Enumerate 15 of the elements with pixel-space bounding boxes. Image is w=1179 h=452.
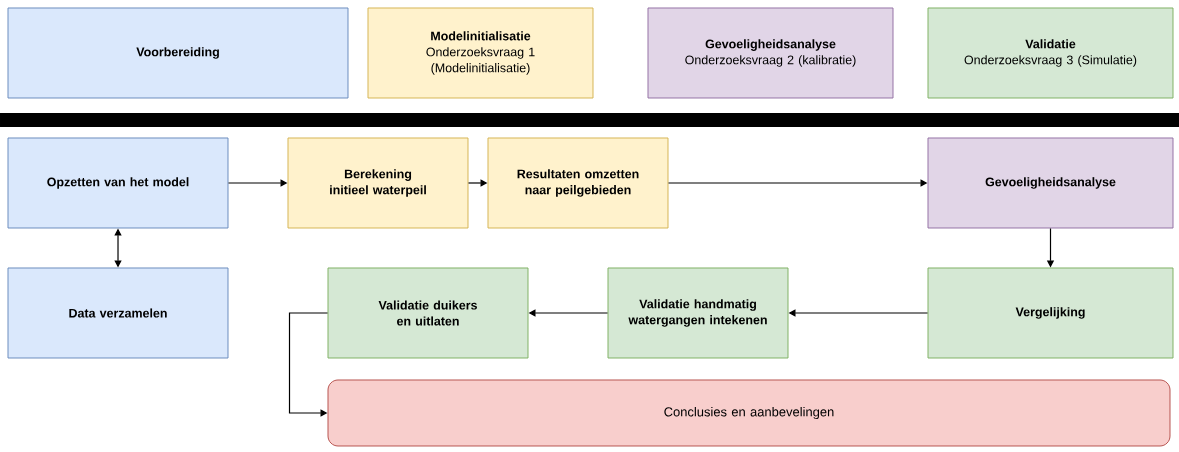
phase-box: Voorbereiding [7, 7, 349, 99]
arrow [288, 312, 329, 417]
phase-box: Gevoeligheidsanalyse Onderzoeksvraag 2 (kalibratie) [647, 7, 894, 99]
process-box: Data verzamelen [7, 267, 229, 359]
divider-bar [0, 113, 1179, 127]
process-box: Resultaten omzetten naar peilgebieden [487, 137, 669, 229]
process-box: Validatie handmatig watergangen intekenen [607, 267, 789, 359]
conclusion-box: Conclusies en aanbevelingen [327, 379, 1171, 447]
phase-box: Modelinitialisatie Onderzoeksvraag 1 (Modelinitialisatie) [367, 7, 594, 99]
phase-box: Validatie Onderzoeksvraag 3 (Simulatie) [927, 7, 1174, 99]
process-box: Opzetten van het model [7, 137, 229, 229]
process-box: Vergelijking [927, 267, 1174, 359]
process-box: Validatie duikers en uitlaten [327, 267, 529, 359]
process-box: Berekening initieel waterpeil [287, 137, 469, 229]
process-box: Gevoeligheidsanalyse [927, 137, 1174, 229]
